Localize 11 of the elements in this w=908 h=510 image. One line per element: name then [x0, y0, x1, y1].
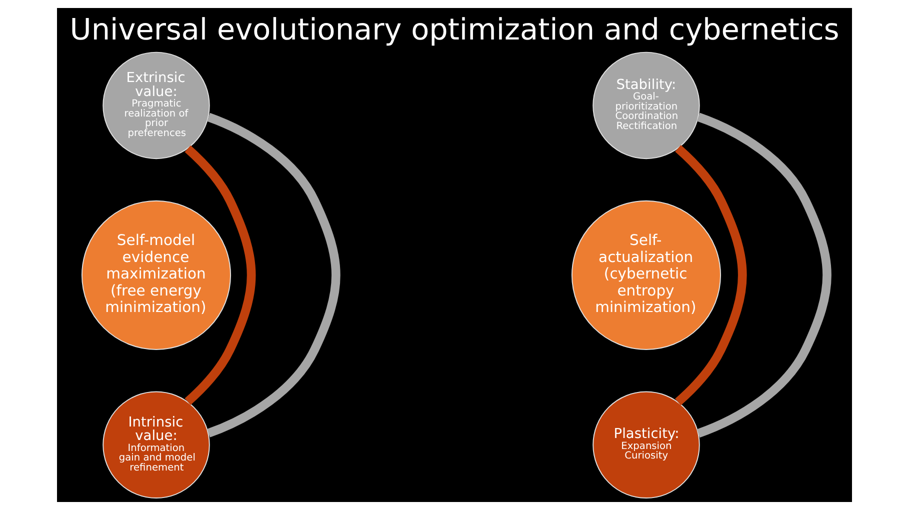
connector: [674, 144, 746, 406]
diagram-title: Universal evolutionary optimization and cybernetics: [69, 12, 839, 47]
connector: [696, 112, 831, 438]
connector: [206, 112, 340, 438]
node-circle: Plasticity: Expansion Curiosity: [592, 391, 700, 499]
node-circle: Intrinsic value: Information gain and model refinement: [102, 391, 210, 499]
node-circle: Extrinsic value: Pragmatic realization of prior preferences: [102, 52, 210, 160]
node-circle: Self-actualization (cybernetic entropy minimization): [570, 200, 721, 350]
node-circle: Self-model evidence maximization (free energy minimization): [80, 200, 231, 350]
node-circle: Stability: Goal-prioritization Coordination Rectification: [592, 52, 700, 160]
connector: [184, 145, 256, 405]
